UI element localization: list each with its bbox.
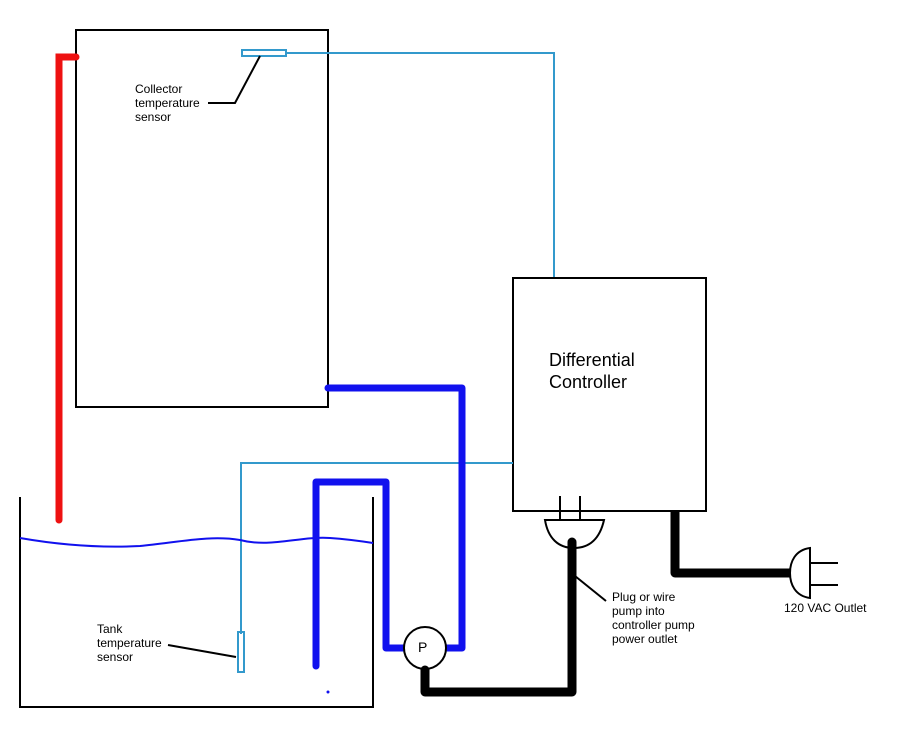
cold-return-pipe-tank-to-pump — [312, 478, 408, 670]
plug-note-label: Plug or wire pump into controller pump p… — [612, 590, 695, 646]
tank-sensor-leader — [167, 644, 237, 658]
controller-power-cord — [670, 511, 790, 578]
plug-note-leader — [574, 575, 607, 602]
pump-label: P — [418, 639, 428, 655]
tank-temperature-sensor — [237, 631, 245, 673]
outlet-label: 120 VAC Outlet — [784, 601, 867, 615]
wall-plug — [788, 546, 811, 600]
controller-label: Differential Controller — [549, 350, 635, 392]
tank-sensor-wire — [240, 462, 513, 634]
tank-sensor-label: Tank temperature sensor — [97, 622, 162, 664]
hot-supply-pipe — [55, 53, 80, 524]
collector-temperature-sensor — [241, 49, 287, 57]
tank-bottom-dot — [326, 690, 330, 694]
storage-tank — [19, 497, 374, 708]
differential-controller — [512, 277, 707, 512]
pump-power-cord — [420, 537, 577, 697]
solar-collector — [75, 29, 329, 408]
collector-sensor-leader — [208, 55, 261, 104]
cold-return-pipe-pump-to-collector — [324, 384, 466, 652]
collector-sensor-wire — [286, 52, 555, 278]
collector-sensor-label: Collector temperature sensor — [135, 82, 200, 124]
water-surface — [19, 536, 374, 548]
